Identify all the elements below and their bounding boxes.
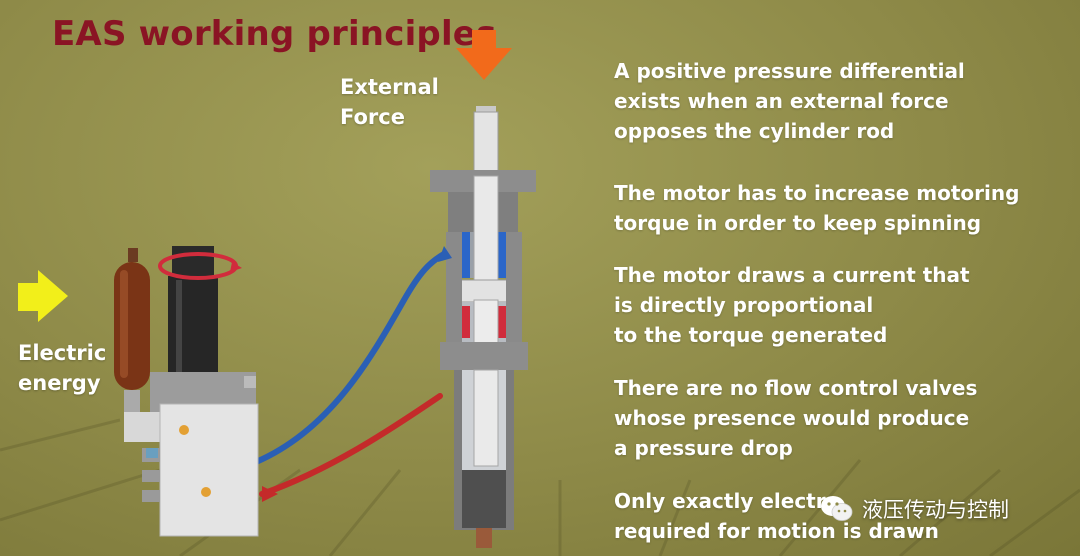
watermark-text: 液压传动与控制 bbox=[862, 498, 1009, 522]
electric-energy-line-2: energy bbox=[18, 371, 101, 395]
text-line: is directly proportional bbox=[614, 293, 874, 317]
blue-hose-arrow-icon bbox=[438, 246, 452, 262]
text-line: There are no flow control valves bbox=[614, 376, 978, 400]
wechat-icon bbox=[821, 496, 853, 521]
external-force-label: External Force bbox=[340, 72, 439, 132]
red-hose-arrow-icon bbox=[262, 486, 278, 502]
text-line: Only exactly electr bbox=[614, 489, 826, 513]
text-line: The motor draws a current that bbox=[614, 263, 970, 287]
pump-manifold bbox=[124, 372, 259, 537]
text-line: required for motion is drawn bbox=[614, 519, 939, 543]
text-line: torque in order to keep spinning bbox=[614, 211, 982, 235]
text-line: to the torque generated bbox=[614, 323, 888, 347]
electric-energy-label: Electric energy bbox=[18, 338, 106, 398]
page-title: EAS working principles bbox=[52, 14, 497, 54]
text-line: exists when an external force bbox=[614, 89, 949, 113]
watermark: 液压传动与控制 bbox=[820, 490, 1009, 528]
text-line: A positive pressure differential bbox=[614, 59, 965, 83]
red-hose bbox=[259, 393, 443, 497]
text-line: a pressure drop bbox=[614, 436, 793, 460]
energy-arrow-icon bbox=[18, 270, 68, 322]
paragraph-exact-energy: Only exactly electr required for motion … bbox=[614, 486, 1034, 546]
paragraph-no-flow-valves: There are no flow control valves whose p… bbox=[614, 373, 1034, 463]
external-force-line-2: Force bbox=[340, 105, 405, 129]
external-force-line-1: External bbox=[340, 75, 439, 99]
accumulator bbox=[114, 248, 150, 412]
text-line: whose presence would produce bbox=[614, 406, 970, 430]
paragraph-motor-torque: The motor has to increase motoring torqu… bbox=[614, 178, 1034, 238]
electric-energy-line-1: Electric bbox=[18, 341, 107, 365]
text-line: The motor has to increase motoring bbox=[614, 181, 1020, 205]
text-line: opposes the cylinder rod bbox=[614, 119, 895, 143]
blue-hose bbox=[253, 251, 447, 465]
cylinder bbox=[430, 106, 536, 548]
paragraph-pressure-differential: A positive pressure differential exists … bbox=[614, 56, 1034, 146]
force-arrow-icon bbox=[456, 30, 512, 80]
motor bbox=[158, 246, 242, 376]
paragraph-motor-current: The motor draws a current that is direct… bbox=[614, 260, 1034, 350]
